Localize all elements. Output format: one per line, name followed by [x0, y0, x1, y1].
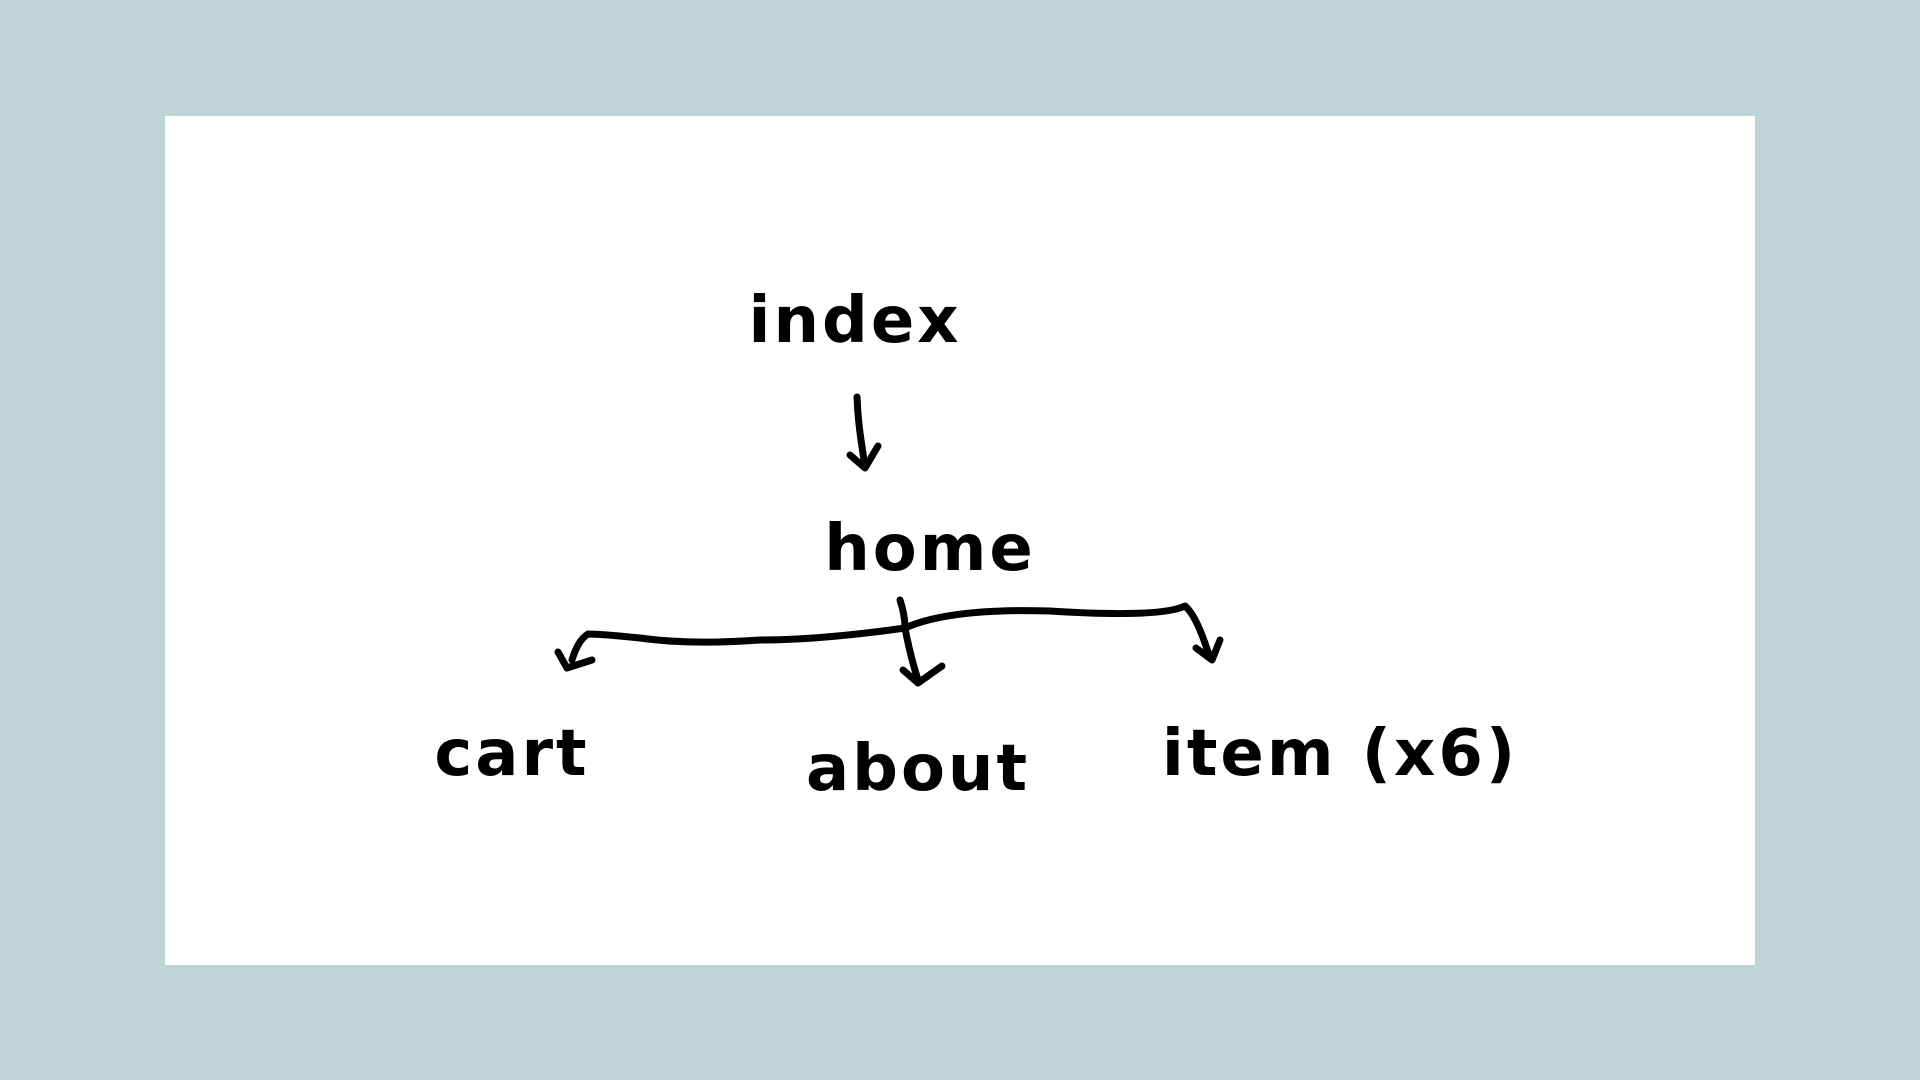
node-item: item (x6) — [1162, 717, 1518, 791]
edge-home-branch — [568, 596, 1212, 664]
edge-home-about — [899, 624, 946, 687]
edge-home-cart — [554, 648, 596, 672]
node-about: about — [806, 732, 1030, 806]
edge-index-home — [846, 393, 882, 472]
node-home: home — [824, 512, 1036, 586]
node-index: index — [749, 284, 962, 358]
edge-home-item — [1192, 636, 1224, 664]
node-cart: cart — [434, 717, 589, 791]
whiteboard-canvas — [165, 116, 1755, 965]
